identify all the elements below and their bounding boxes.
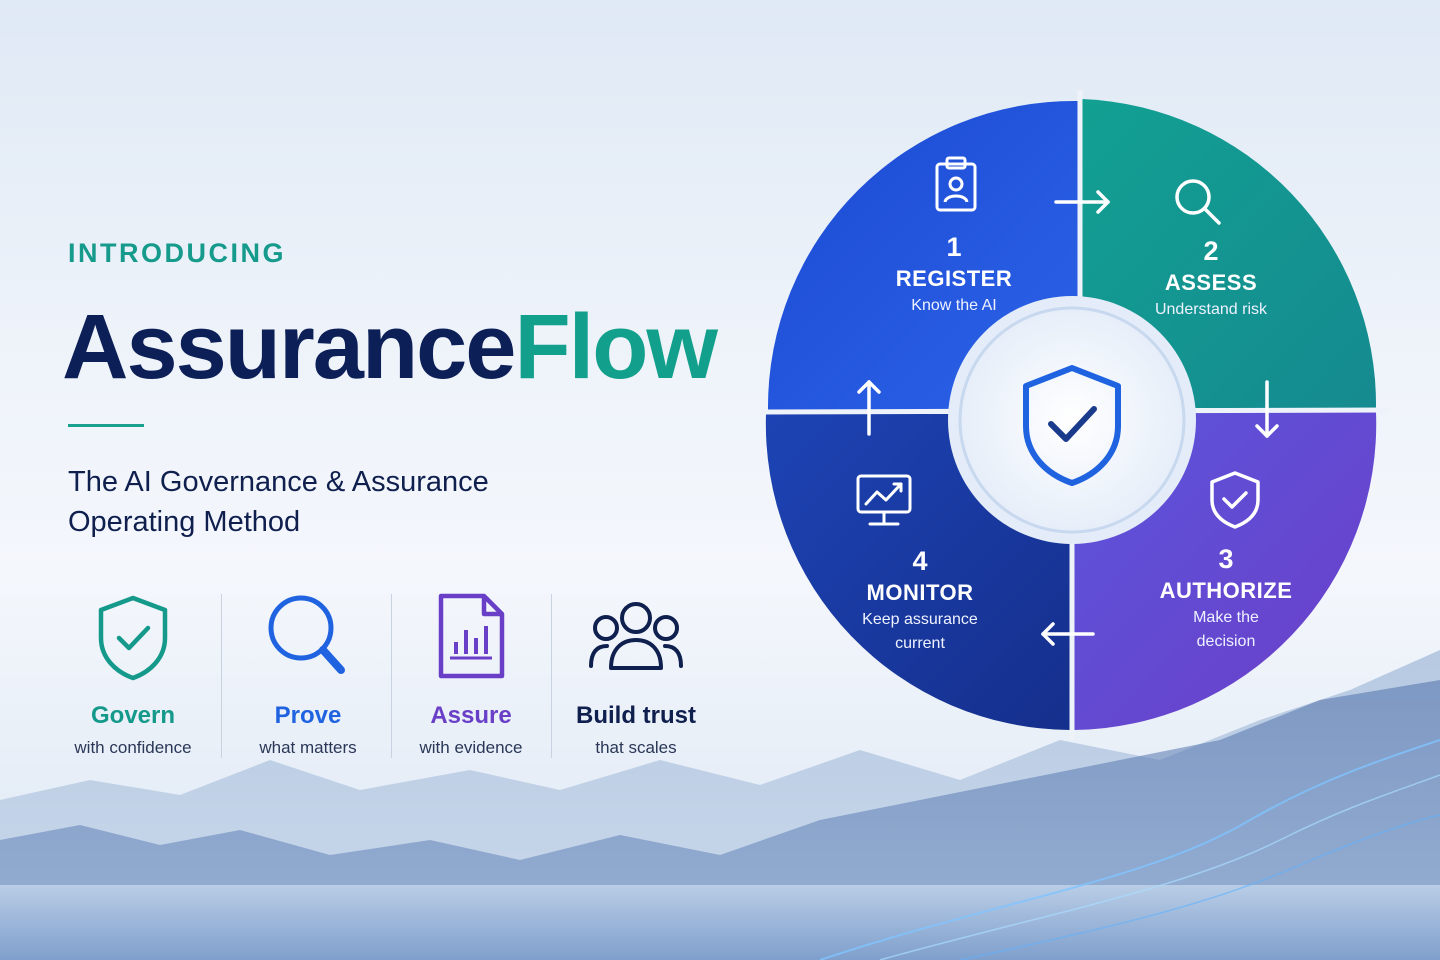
stage-authorize: 3 AUTHORIZE Make the decision xyxy=(1116,542,1336,654)
assurance-cycle-diagram: 1 REGISTER Know the AI 2 ASSESS Understa… xyxy=(760,90,1390,740)
feature-label: Build trust xyxy=(576,702,696,729)
stage-description: Make the xyxy=(1193,609,1259,626)
people-group-icon xyxy=(589,602,683,670)
title-divider xyxy=(68,424,144,427)
cycle-graphic xyxy=(760,90,1390,740)
title-part-assurance: Assurance xyxy=(62,296,516,398)
light-wave xyxy=(819,739,1440,960)
feature-divider xyxy=(551,594,552,758)
stage-description: current xyxy=(895,635,945,652)
stage-number: 4 xyxy=(912,546,928,576)
stage-description: Keep assurance xyxy=(862,611,978,628)
stage-description: decision xyxy=(1196,633,1256,650)
arrow-left-icon xyxy=(1041,622,1095,646)
feature-sublabel: with evidence xyxy=(419,738,523,757)
title-part-flow: Flow xyxy=(514,296,718,398)
monitor-chart-icon xyxy=(856,474,912,526)
feature-sublabel: with confidence xyxy=(74,738,192,757)
feature-label: Assure xyxy=(430,702,512,729)
document-chart-icon xyxy=(438,593,505,679)
stage-number: 3 xyxy=(1218,544,1234,574)
feature-govern: Govern with confidence xyxy=(48,590,218,760)
feature-build-trust: Build trust that scales xyxy=(551,590,721,760)
stage-name: AUTHORIZE xyxy=(1159,578,1293,603)
stage-number: 2 xyxy=(1203,236,1219,266)
feature-label: Prove xyxy=(274,702,342,729)
stage-description: Understand risk xyxy=(1154,301,1268,318)
hero-section: INTRODUCING AssuranceFlow The AI Governa… xyxy=(48,238,738,770)
product-title: AssuranceFlow xyxy=(62,292,718,402)
feature-divider xyxy=(221,594,222,758)
stage-assess: 2 ASSESS Understand risk xyxy=(1101,234,1321,322)
eyebrow-label: INTRODUCING xyxy=(68,238,286,268)
stage-name: REGISTER xyxy=(895,266,1013,291)
stage-name: ASSESS xyxy=(1164,270,1258,295)
shield-check-icon xyxy=(98,595,168,681)
subtitle: The AI Governance & Assurance Operating … xyxy=(68,462,588,542)
light-wave xyxy=(959,814,1440,960)
arrow-down-icon xyxy=(1255,380,1279,438)
stage-number: 1 xyxy=(946,232,962,262)
feature-sublabel: that scales xyxy=(595,738,677,757)
feature-prove: Prove what matters xyxy=(223,590,393,760)
feature-label: Govern xyxy=(90,702,176,729)
clipboard-id-icon xyxy=(935,156,977,212)
subtitle-line: The AI Governance & Assurance xyxy=(68,466,489,498)
water-surface xyxy=(0,885,1440,960)
feature-divider xyxy=(391,594,392,758)
shield-check-icon xyxy=(1210,471,1260,529)
subtitle-line: Operating Method xyxy=(68,506,301,538)
center-disc xyxy=(958,306,1186,534)
feature-sublabel: what matters xyxy=(259,738,357,757)
magnifier-icon xyxy=(1175,179,1221,225)
stage-name: MONITOR xyxy=(866,580,974,605)
feature-row: Govern with confidence Prove what matter… xyxy=(48,590,738,770)
arrow-right-icon xyxy=(1054,190,1110,214)
stage-register: 1 REGISTER Know the AI xyxy=(844,230,1064,318)
magnifier-icon xyxy=(268,595,345,674)
shield-check-icon xyxy=(1023,365,1121,486)
arrow-up-icon xyxy=(857,380,881,436)
stage-description: Know the AI xyxy=(911,297,997,314)
light-wave xyxy=(879,774,1440,960)
feature-assure: Assure with evidence xyxy=(386,590,556,760)
stage-monitor: 4 MONITOR Keep assurance current xyxy=(810,544,1030,656)
